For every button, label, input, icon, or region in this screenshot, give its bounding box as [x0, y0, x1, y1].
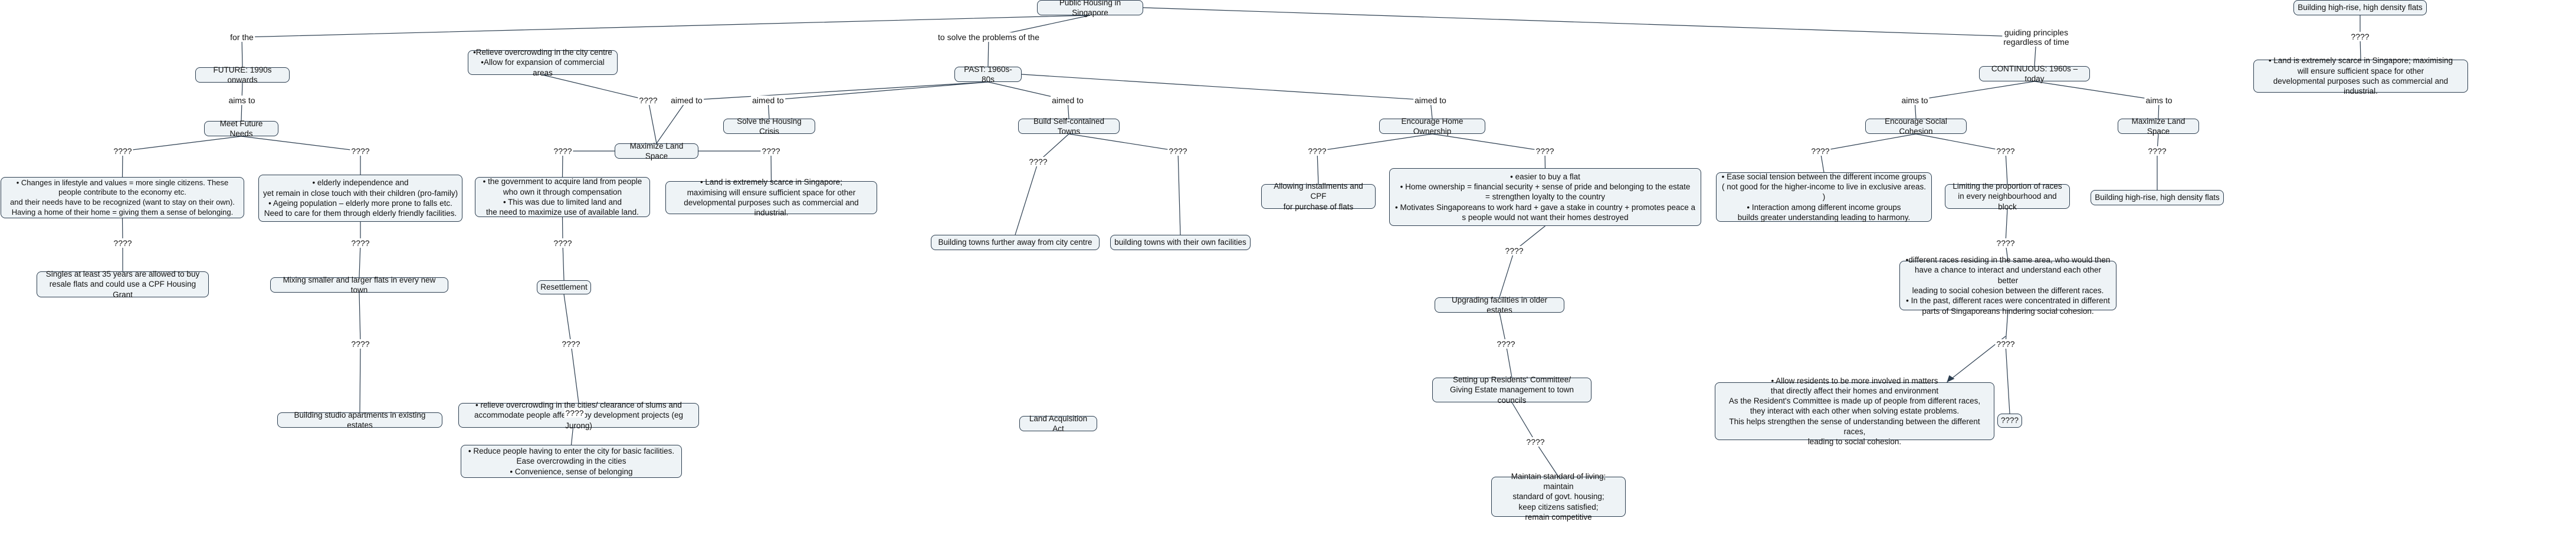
node-max-land-space-2[interactable]: Maximize Land Space [2118, 117, 2199, 136]
node-own-facilities[interactable]: building towns with their own facilities [1110, 235, 1251, 250]
node-reduce[interactable]: • Reduce people having to enter the city… [461, 445, 682, 478]
node-unknown-box[interactable]: ???? [1997, 414, 2022, 428]
link-label-aimed-to: aimed to [1051, 95, 1085, 106]
connector-line [359, 222, 361, 278]
node-root[interactable]: Public Housing in Singapore [1037, 0, 1143, 17]
node-meet-future[interactable]: Meet Future Needs [204, 119, 278, 138]
connector-line [1143, 7, 2037, 67]
node-changes[interactable]: • Changes in lifestyle and values = more… [1, 177, 244, 218]
node-studio[interactable]: Building studio apartments in existing e… [277, 411, 442, 429]
connector-line [1015, 133, 1069, 235]
node-highrise-bottom[interactable]: Building high-rise, high density flats [2091, 190, 2224, 205]
link-label-aimed-to: aimed to [670, 95, 704, 106]
connector-line [542, 74, 657, 144]
link-label-unknown: ???? [564, 408, 585, 418]
node-mixing[interactable]: Mixing smaller and larger flats in every… [270, 276, 448, 294]
connector-line [2034, 81, 2160, 119]
connector-line [767, 81, 989, 119]
node-self-contained[interactable]: Build Self-contained Towns [1018, 117, 1120, 136]
node-easier-buy[interactable]: • easier to buy a flat • Home ownership … [1389, 168, 1701, 226]
node-govt-acquire[interactable]: • the government to acquire land from pe… [475, 177, 650, 217]
node-highrise-top[interactable]: Building high-rise, high density flats [2293, 0, 2427, 15]
connector-line [1820, 133, 1917, 173]
link-label-unknown: ???? [560, 339, 582, 349]
connector-line [241, 136, 361, 175]
link-label-unknown: ???? [1504, 245, 1525, 256]
link-label-unknown: ???? [350, 238, 371, 248]
connector-line [359, 292, 361, 413]
link-label-unknown: ???? [112, 146, 133, 156]
node-installments[interactable]: Allowing installments and CPF for purcha… [1261, 182, 1376, 211]
node-encourage-home[interactable]: Encourage Home Ownership [1379, 117, 1485, 136]
connector-line [2005, 208, 2009, 261]
link-label-for-the: for the [229, 32, 255, 42]
link-label-unknown: ???? [2147, 146, 2168, 156]
link-label-unknown: ???? [2349, 31, 2371, 42]
node-relieve[interactable]: •Relieve overcrowding in the city centre… [468, 48, 618, 77]
link-label-unknown: ???? [1810, 146, 1831, 156]
node-further-away[interactable]: Building towns further away from city ce… [931, 235, 1100, 250]
link-label-unknown: ???? [1534, 146, 1556, 156]
link-label-unknown: ???? [112, 238, 133, 248]
link-label-aims-to: aims to [227, 95, 257, 106]
node-resettlement[interactable]: Resettlement [537, 280, 591, 294]
connector-line [2005, 310, 2010, 414]
link-label-solve-problems: to solve the problems of the [937, 32, 1041, 42]
link-label-unknown: ???? [552, 238, 573, 248]
connector-line [1068, 133, 1181, 235]
link-label-unknown: ???? [552, 146, 573, 156]
link-label-aims-to: aims to [1900, 95, 1929, 106]
node-upgrading[interactable]: Upgrading facilities in older estates [1435, 296, 1564, 314]
link-label-unknown: ???? [1525, 437, 1546, 447]
connector-line [562, 217, 565, 281]
link-label-unknown: ???? [1028, 156, 1049, 167]
link-label-unknown: ???? [1995, 339, 2016, 349]
node-ease-tension[interactable]: • Ease social tension between the differ… [1716, 172, 1932, 222]
connector-line [122, 136, 242, 178]
link-label-aims-to: aims to [2144, 95, 2174, 106]
link-label-unknown: ???? [350, 146, 371, 156]
link-label-unknown: ???? [638, 95, 659, 106]
node-land-act[interactable]: Land Acquisition Act [1019, 414, 1097, 433]
node-future[interactable]: FUTURE: 1990s onwards [195, 65, 290, 84]
link-label-aimed-to: aimed to [1413, 95, 1448, 106]
node-residents-involved[interactable]: • Allow residents to be more involved in… [1715, 376, 1994, 446]
node-rc[interactable]: Setting up Residents' Committee/ Giving … [1432, 375, 1591, 405]
node-continuous[interactable]: CONTINUOUS: 1960s – today [1979, 64, 2090, 83]
node-singles[interactable]: Singles at least 35 years are allowed to… [37, 270, 209, 299]
node-diff-races[interactable]: •different races residing in the same ar… [1899, 255, 2116, 316]
link-label-unknown: ???? [1495, 339, 1517, 349]
link-label-unknown: ???? [350, 339, 371, 349]
node-land-scarce-2[interactable]: • Land is extremely scarce in Singapore;… [2253, 56, 2468, 96]
link-label-unknown: ???? [1995, 146, 2016, 156]
node-max-land-space[interactable]: Maximize Land Space [615, 142, 698, 160]
node-limit-races[interactable]: Limiting the proportion of races in ever… [1945, 182, 2070, 211]
node-solve-crisis[interactable]: Solve the Housing Crisis [723, 117, 815, 136]
link-label-guiding: guiding principles regardless of time [2002, 27, 2070, 47]
node-maintain[interactable]: Maintain standard of living; maintain st… [1491, 472, 1626, 522]
link-label-unknown: ???? [1307, 146, 1328, 156]
connector-line [1499, 225, 1545, 298]
link-label-unknown: ???? [760, 146, 782, 156]
link-label-unknown: ???? [1167, 146, 1189, 156]
connector-line [656, 81, 989, 144]
node-elderly[interactable]: • elderly independence and yet remain in… [258, 175, 462, 222]
link-label-aimed-to: aimed to [751, 95, 785, 106]
node-social-cohesion[interactable]: Encourage Social Cohesion [1865, 117, 1967, 136]
connector-line [1914, 81, 2035, 119]
link-label-unknown: ???? [1995, 238, 2016, 248]
connector-line [2157, 133, 2159, 190]
connector-line [1432, 133, 1546, 169]
node-land-scarce[interactable]: • Land is extremely scarce in Singapore;… [665, 178, 877, 217]
node-past[interactable]: PAST: 1960s-80s [954, 65, 1022, 84]
